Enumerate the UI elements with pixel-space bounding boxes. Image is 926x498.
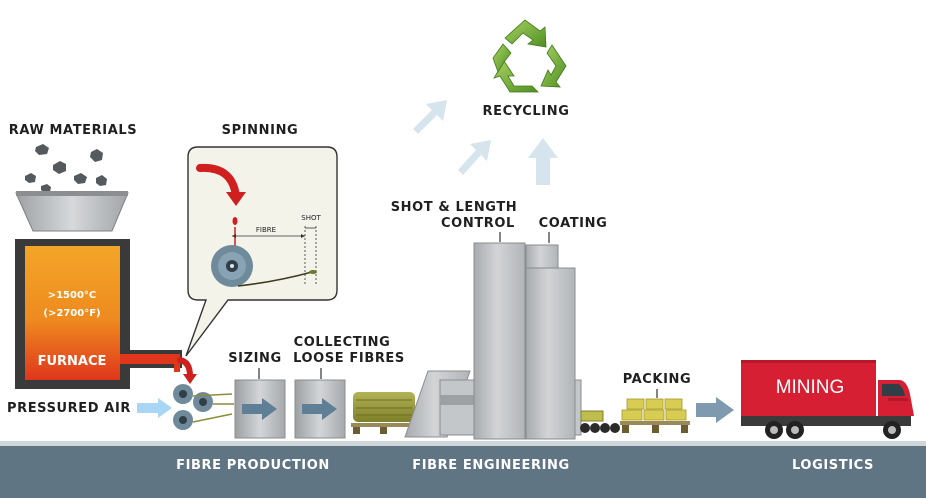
fibre-bale [351,392,417,434]
furnace-temp-c: >1500°C [48,290,97,301]
coating-tower [525,244,582,440]
raw-materials-label: RAW MATERIALS [9,123,137,138]
furnace-temp-f: (>2700°F) [43,308,100,319]
conveyor [580,410,620,433]
band-label-logistics: LOGISTICS [792,458,874,473]
raw-materials-hopper [15,191,129,232]
spinner-wheels [173,384,234,430]
raw-material-rocks-icon [25,144,107,193]
shot-length-label-line1: SHOT & LENGTH [391,200,518,215]
melt-stream [177,357,193,379]
packing-boxes [620,398,690,433]
bottom-band [0,445,926,498]
pressured-air-label: PRESSURED AIR [7,401,131,416]
floor-line [0,441,926,446]
sizing-unit [234,379,286,439]
coating-label: COATING [539,216,608,231]
fibre-dimension-label: FIBRE [256,226,276,234]
band-label-fibre-engineering: FIBRE ENGINEERING [412,458,570,473]
truck [741,360,914,439]
truck-label: MINING [776,377,845,398]
collecting-label-line2: LOOSE FIBRES [293,351,405,366]
shot-length-label-line2: CONTROL [441,216,515,231]
band-label-fibre-production: FIBRE PRODUCTION [176,458,330,473]
spinning-callout [185,146,338,357]
recycle-flow-arrows [413,100,558,185]
shot-dimension-label: SHOT [301,214,321,222]
recycling-icon [492,19,567,93]
spinning-label: SPINNING [222,123,299,138]
to-logistics-arrow [696,397,734,423]
packing-label: PACKING [623,372,692,387]
collecting-unit [294,379,346,439]
shot-length-control-tower [473,242,526,440]
collecting-label-line1: COLLECTING [294,335,391,350]
furnace-label: FURNACE [38,354,107,369]
pressured-air-arrow [137,398,172,418]
furnace [15,239,182,389]
sizing-label: SIZING [228,351,282,366]
recycling-label: RECYCLING [483,104,570,119]
